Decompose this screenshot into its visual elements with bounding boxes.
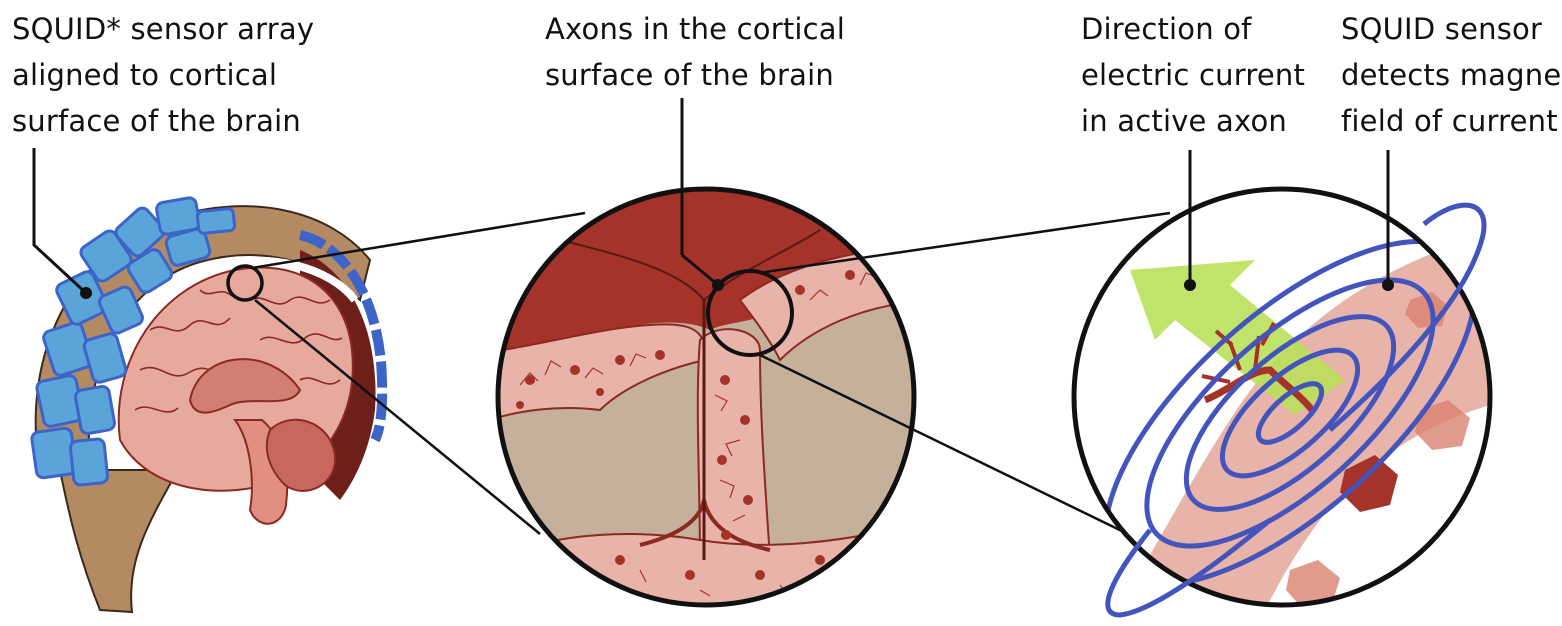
- label-sensor-array-line1: SQUID* sensor array: [12, 6, 314, 52]
- label-axons-line1: Axons in the cortical: [545, 6, 845, 52]
- brain-zoom-circle: [490, 180, 930, 620]
- label-current-direction-line3: in active axon: [1081, 98, 1305, 144]
- label-sensor-array-line3: surface of the brain: [12, 98, 314, 144]
- label-squid-sensor-line2: detects magnetic: [1341, 52, 1562, 98]
- neck-skin: [60, 470, 178, 612]
- head-cross-section: [31, 197, 382, 612]
- label-current-direction-line2: electric current: [1081, 52, 1305, 98]
- label-axons: Axons in the cortical surface of the bra…: [545, 6, 845, 98]
- label-squid-sensor-line1: SQUID sensor: [1341, 6, 1562, 52]
- label-current-direction-line1: Direction of: [1081, 6, 1305, 52]
- label-sensor-array-line2: aligned to cortical: [12, 52, 314, 98]
- label-squid-sensor-line3: field of current: [1341, 98, 1562, 144]
- label-sensor-array: SQUID* sensor array aligned to cortical …: [12, 6, 314, 144]
- label-axons-line2: surface of the brain: [545, 52, 845, 98]
- axon-zoom-circle: [1052, 180, 1528, 626]
- label-squid-sensor: SQUID sensor detects magnetic field of c…: [1341, 6, 1562, 144]
- label-current-direction: Direction of electric current in active …: [1081, 6, 1305, 144]
